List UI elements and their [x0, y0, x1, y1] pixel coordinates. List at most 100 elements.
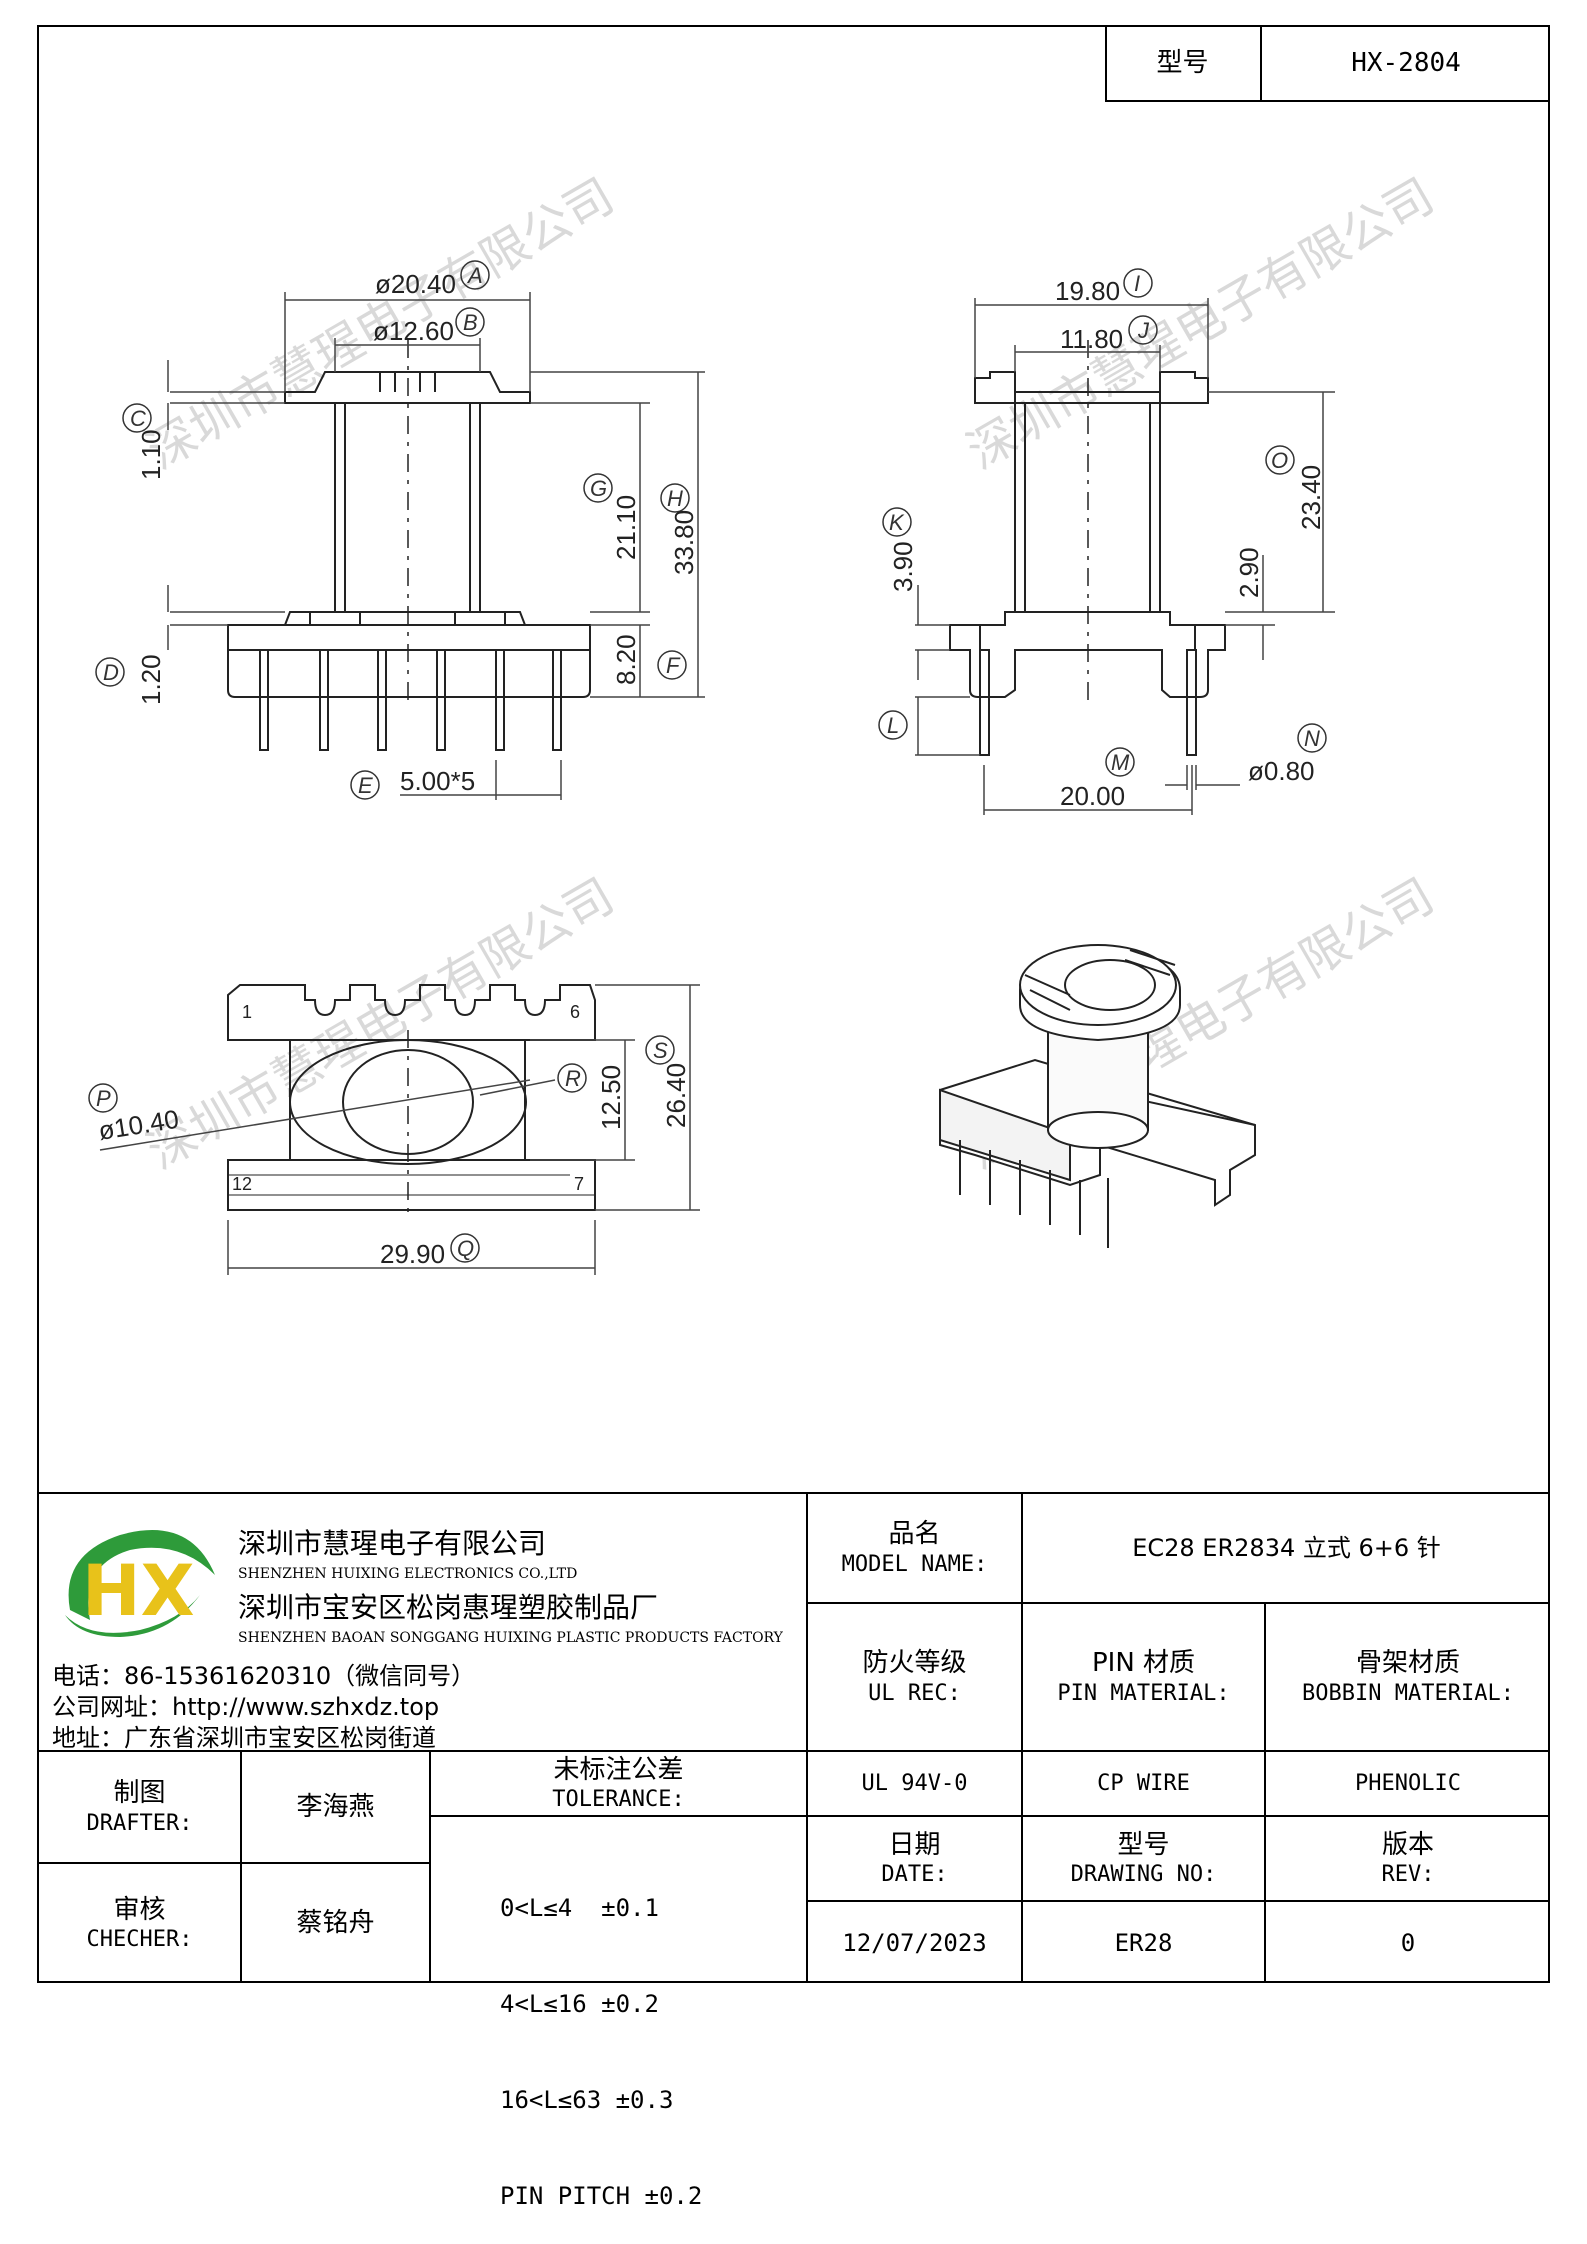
- pin-material-en: PIN MATERIAL:: [1057, 1680, 1230, 1706]
- dim-q-label: Q: [457, 1236, 474, 1261]
- technical-drawing: 深圳市慧瑆电子有限公司 深圳市慧瑆电子有限公司 深圳市慧瑆电子有限公司 深圳市慧…: [88, 168, 1443, 1275]
- checker-en: CHECHER:: [86, 1927, 193, 1952]
- pin-1-label: 1: [242, 1002, 252, 1022]
- checker-name: 蔡铭舟: [296, 1908, 375, 1939]
- front-view-dimensions: [167, 292, 705, 800]
- dim-d-value: 1.20: [136, 654, 166, 705]
- date-cn: 日期: [888, 1829, 941, 1860]
- watermark-3: 深圳市慧瑆电子有限公司: [138, 868, 623, 1181]
- dim-s-label: S: [653, 1038, 668, 1063]
- drawing-no-label: 型号 DRAWING NO:: [1023, 1817, 1264, 1900]
- titleblock-v-4: [240, 1750, 242, 1983]
- dim-r-label: R: [565, 1066, 581, 1091]
- side-view: [949, 340, 1226, 756]
- pin-material-label: PIN 材质 PIN MATERIAL:: [1023, 1604, 1264, 1750]
- bobbin-material-label: 骨架材质 BOBBIN MATERIAL:: [1266, 1604, 1550, 1750]
- drawing-no-value: ER28: [1114, 1928, 1173, 1957]
- bobbin-material-value: PHENOLIC: [1355, 1770, 1461, 1796]
- tolerance-table: 0<L≤4 ±0.1 4<L≤16 ±0.2 16<L≤63 ±0.3 PIN …: [500, 1828, 800, 2244]
- isometric-view: [939, 944, 1256, 1248]
- date-value: 12/07/2023: [842, 1928, 987, 1957]
- model-name-value: EC28 ER2834 立式 6+6 针: [1132, 1534, 1441, 1562]
- rev-label: 版本 REV:: [1266, 1817, 1550, 1900]
- titleblock-top-line: [37, 1492, 1550, 1494]
- tolerance-label: 未标注公差 TOLERANCE:: [431, 1752, 806, 1815]
- titleblock-line-6: [807, 1900, 1550, 1902]
- ul-rec-en: UL REC:: [868, 1680, 961, 1706]
- tolerance-line-2: 4<L≤16 ±0.2: [500, 1990, 659, 2018]
- dim-m-label: M: [1111, 750, 1130, 775]
- header-model-value: HX-2804: [1351, 48, 1461, 79]
- rev-value: 0: [1400, 1928, 1416, 1957]
- drawing-frame: [37, 25, 1550, 1983]
- bobbin-material-cn: 骨架材质: [1355, 1648, 1460, 1678]
- company-name-cn: 深圳市慧瑆电子有限公司: [238, 1527, 547, 1560]
- dim-j-value: 11.80: [1060, 324, 1123, 354]
- titleblock-v-3: [1264, 1602, 1266, 1983]
- date-en: DATE:: [881, 1862, 948, 1887]
- pin-material-value: CP WIRE: [1097, 1770, 1190, 1796]
- factory-name-en: SHENZHEN BAOAN SONGGANG HUIXING PLASTIC …: [238, 1630, 783, 1646]
- dim-q-value: 29.90: [380, 1239, 445, 1269]
- pin-material-cn: PIN 材质: [1091, 1648, 1196, 1678]
- dim-g-value: 21.10: [611, 495, 641, 560]
- dim-i-label: I: [1134, 271, 1140, 296]
- model-name-en: MODEL NAME:: [841, 1551, 988, 1577]
- logo-swoosh-icon: [68, 1530, 215, 1620]
- titleblock-v-5: [429, 1750, 431, 1983]
- dim-h-value: 33.80: [669, 510, 699, 575]
- dim-n-label: N: [1304, 726, 1320, 751]
- titleblock-line-4: [430, 1815, 1550, 1817]
- dim-r-value: 12.50: [596, 1065, 626, 1130]
- dim-m-value: 20.00: [1060, 781, 1125, 811]
- dim-c-value: 1.10: [136, 429, 166, 480]
- drawing-no-en: DRAWING NO:: [1070, 1862, 1217, 1887]
- model-name-cn: 品名: [888, 1519, 941, 1549]
- tolerance-line-4: PIN PITCH ±0.2: [500, 2182, 703, 2210]
- dim-k-label: K: [889, 510, 905, 535]
- watermarks: 深圳市慧瑆电子有限公司 深圳市慧瑆电子有限公司 深圳市慧瑆电子有限公司 深圳市慧…: [138, 168, 1443, 1181]
- header-model-label: 型号: [1156, 48, 1209, 79]
- company-website: 公司网址：http://www.szhxdz.top: [52, 1693, 440, 1721]
- dim-o-value: 23.40: [1296, 465, 1326, 530]
- dim-d-label: D: [103, 660, 119, 685]
- titleblock-v-1: [806, 1492, 808, 1983]
- dim-p-label: P: [96, 1086, 111, 1111]
- dim-s-value: 26.40: [661, 1063, 691, 1128]
- company-phone: 电话：86-15361620310（微信同号）: [52, 1662, 476, 1690]
- model-name-label: 品名 MODEL NAME:: [808, 1494, 1021, 1602]
- dim-g-label: G: [590, 476, 607, 501]
- tolerance-en: TOLERANCE:: [552, 1787, 685, 1812]
- watermark-2: 深圳市慧瑆电子有限公司: [958, 168, 1443, 481]
- bobbin-material-en: BOBBIN MATERIAL:: [1302, 1680, 1514, 1706]
- checker-label: 审核 CHECHER:: [39, 1864, 240, 1983]
- dim-a-value: ø20.40: [375, 269, 456, 299]
- company-address: 地址：广东省深圳市宝安区松岗街道: [52, 1724, 436, 1752]
- dim-o2-value: 2.90: [1234, 547, 1264, 598]
- drafter-en: DRAFTER:: [86, 1810, 193, 1836]
- header-divider: [1260, 25, 1262, 102]
- ul-rec-cn: 防火等级: [862, 1648, 967, 1678]
- pin-7-label: 7: [574, 1174, 584, 1194]
- front-view: [227, 340, 591, 751]
- dim-i-value: 19.80: [1055, 276, 1120, 306]
- bottom-view-labels: 1 6 12 7 P ø10.40 R 12.50 S 26.40 29.90 …: [88, 1002, 691, 1269]
- dim-o-label: O: [1271, 448, 1288, 473]
- dim-h-label: H: [667, 486, 683, 511]
- drafter-name: 李海燕: [296, 1791, 375, 1822]
- dim-j-label: J: [1137, 318, 1150, 343]
- logo-text: HX: [82, 1550, 195, 1632]
- checker-cn: 审核: [113, 1894, 166, 1925]
- side-view-dimensions: [915, 298, 1335, 815]
- rev-cn: 版本: [1381, 1829, 1434, 1860]
- dim-e-value: 5.00*5: [400, 766, 475, 796]
- dim-b-value: ø12.60: [373, 316, 454, 346]
- tolerance-line-3: 16<L≤63 ±0.3: [500, 2086, 674, 2114]
- titleblock-line-3: [37, 1750, 1550, 1752]
- dim-n-value: ø0.80: [1248, 756, 1315, 786]
- dim-b-label: B: [463, 310, 478, 335]
- front-view-labels: ø20.40 A ø12.60 B C 1.10 D 1.20 E 5.00*5…: [95, 260, 699, 800]
- dim-l-label: L: [887, 713, 899, 738]
- titleblock-line-2: [807, 1602, 1550, 1604]
- drafter-label: 制图 DRAFTER:: [39, 1752, 240, 1862]
